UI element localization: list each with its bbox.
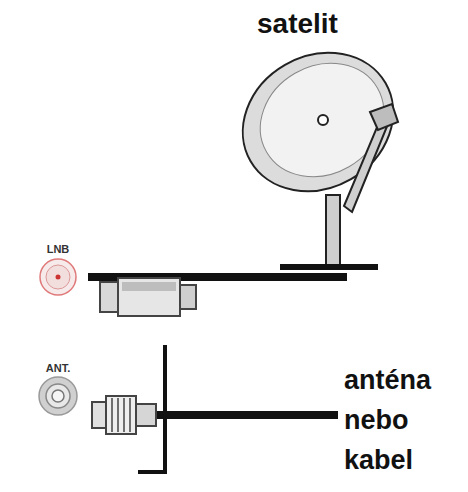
port-label: ANT.	[28, 362, 88, 374]
socket-icon	[28, 255, 88, 299]
lnb-head	[370, 104, 398, 130]
plug-tail	[180, 285, 196, 309]
cable	[88, 273, 343, 277]
mast-base	[280, 264, 378, 270]
plug-tail	[136, 404, 156, 426]
plug-tip	[92, 402, 106, 428]
node-title: satelit	[257, 5, 455, 43]
plug-nut	[100, 282, 118, 312]
plug-body	[118, 278, 180, 316]
dish-face	[240, 41, 405, 199]
connector-socket: ANT.	[28, 362, 88, 418]
socket-icon	[28, 374, 88, 418]
plug-shade	[122, 282, 176, 291]
source-label: anténa nebo kabel	[344, 360, 462, 480]
dish-mast	[326, 195, 340, 267]
antenna-cable	[140, 411, 338, 419]
dish-center	[318, 115, 328, 125]
feed-arm	[344, 120, 388, 212]
dish-reflector	[235, 26, 419, 218]
panel-edge	[138, 470, 167, 474]
panel-edge	[163, 345, 167, 472]
connector-socket: LNB	[28, 243, 88, 299]
plug-grip	[112, 398, 130, 432]
plug-body	[106, 396, 136, 434]
dish-illustration	[235, 5, 455, 273]
port-label: LNB	[28, 243, 88, 255]
satellite-dish: satelit	[235, 5, 455, 273]
